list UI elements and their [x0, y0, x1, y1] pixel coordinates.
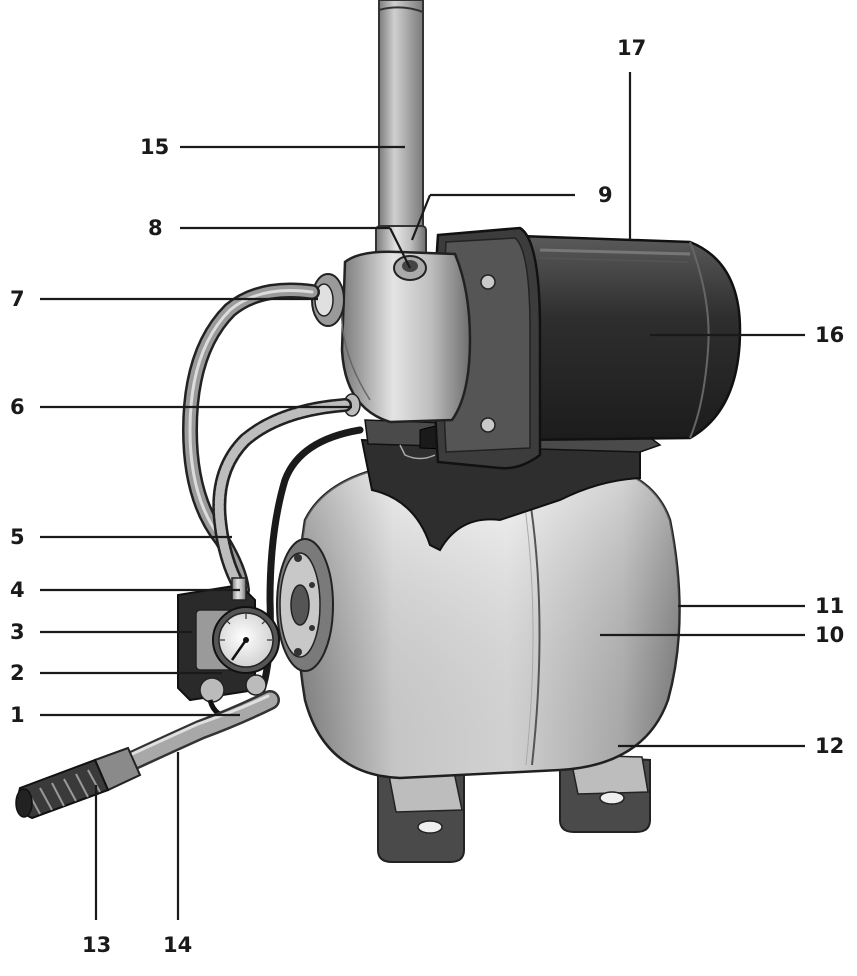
callout-9: 9 — [598, 183, 613, 207]
outlet-pipe — [375, 0, 427, 257]
callout-4: 4 — [10, 578, 25, 602]
suction-hose — [120, 690, 280, 772]
motor — [518, 234, 742, 442]
tank-flange — [276, 538, 334, 672]
pressure-tank — [296, 458, 681, 780]
callout-1: 1 — [10, 703, 25, 727]
callout-11: 11 — [815, 594, 844, 618]
callout-3: 3 — [10, 620, 25, 644]
callout-16: 16 — [815, 323, 844, 347]
callout-12: 12 — [815, 734, 844, 758]
callout-13: 13 — [82, 933, 111, 957]
pressure-gauge — [212, 606, 280, 674]
callout-5: 5 — [10, 525, 25, 549]
callout-2: 2 — [10, 661, 25, 685]
leader-lines — [40, 72, 805, 920]
callout-14: 14 — [163, 933, 192, 957]
callout-15: 15 — [140, 135, 169, 159]
leader-9b — [410, 194, 432, 241]
callout-7: 7 — [10, 287, 25, 311]
callout-17: 17 — [617, 36, 646, 60]
callout-labels: 15 8 9 17 7 16 6 5 4 11 3 10 2 1 12 13 1… — [10, 36, 844, 957]
suction-filter — [15, 746, 142, 820]
leader-8b — [389, 227, 411, 269]
callout-8: 8 — [148, 216, 163, 240]
callout-6: 6 — [10, 395, 25, 419]
callout-10: 10 — [815, 623, 844, 647]
tank-feet — [377, 753, 651, 863]
pump-head — [311, 250, 472, 424]
